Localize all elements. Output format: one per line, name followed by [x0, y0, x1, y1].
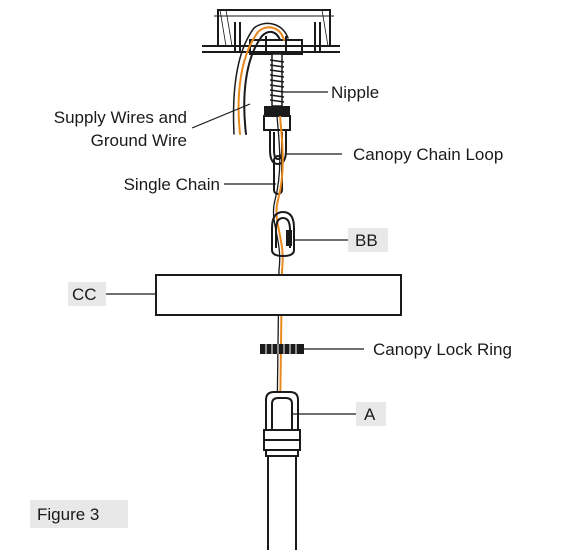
stem-coupler-a — [263, 391, 301, 457]
junction-box — [202, 9, 340, 53]
leader-lines — [104, 91, 364, 415]
a-tag — [356, 402, 386, 426]
canopy — [155, 274, 402, 316]
nipple-label: Nipple — [331, 83, 379, 102]
canopy-chain-loop-label: Canopy Chain Loop — [353, 145, 503, 164]
figure-tag — [30, 500, 128, 528]
supply-wires-label-line1: Supply Wires and — [54, 108, 187, 127]
bb-tag — [348, 228, 388, 252]
cc-tag — [68, 282, 106, 306]
cc-label: CC — [72, 285, 97, 304]
canopy-lock-ring-label: Canopy Lock Ring — [373, 340, 512, 359]
a-label: A — [364, 405, 376, 424]
single-chain-label: Single Chain — [124, 175, 220, 194]
nipple — [263, 53, 291, 131]
figure-label: Figure 3 — [37, 505, 99, 524]
supply-wires-label-line2: Ground Wire — [91, 131, 187, 150]
bb-chain-loop — [271, 210, 295, 258]
canopy-lock-ring — [260, 344, 304, 354]
bb-label: BB — [355, 231, 378, 250]
fixture-wire — [272, 115, 284, 421]
stem-tube — [267, 456, 297, 550]
